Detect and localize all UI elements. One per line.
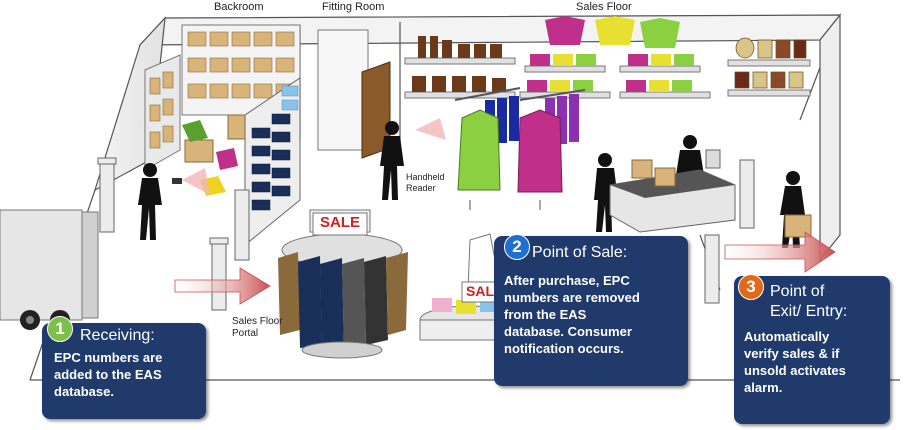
clothing-shelf bbox=[244, 77, 301, 247]
eas-portal bbox=[97, 157, 755, 311]
callout-receiving-body: EPC numbers are added to the EAS databas… bbox=[54, 350, 163, 399]
sale-sign-text: SALE bbox=[319, 214, 360, 231]
delivery-truck bbox=[0, 209, 99, 330]
person-handheld bbox=[380, 118, 446, 200]
person-receiving bbox=[138, 163, 210, 240]
cashier bbox=[676, 135, 704, 175]
callout-point-of-sale: Point of Sale: After purchase, EPC numbe… bbox=[494, 236, 688, 386]
callout-2-badge: 2 bbox=[504, 234, 530, 260]
clothing-rack bbox=[454, 87, 586, 210]
callout-point-of-sale-title: Point of Sale: bbox=[532, 244, 628, 261]
handheld-reader-label: Handheld Reader bbox=[406, 172, 445, 193]
callout-exit-entry-body: Automatically verify sales & if unsold a… bbox=[744, 329, 846, 395]
sales-floor-label: Sales Floor bbox=[576, 1, 632, 13]
callout-exit-entry-title: Point of Exit/ Entry: bbox=[770, 283, 848, 320]
callout-exit-entry: Point of Exit/ Entry: Automatically veri… bbox=[734, 276, 890, 424]
fitting-room-label: Fitting Room bbox=[322, 1, 385, 13]
customer-checkout bbox=[594, 153, 618, 232]
suit-rack bbox=[278, 209, 408, 359]
callout-point-of-sale-body: After purchase, EPC numbers are removed … bbox=[504, 273, 640, 356]
checkout-counter bbox=[609, 149, 736, 233]
callout-1-badge: 1 bbox=[47, 316, 73, 342]
flow-arrow-portal bbox=[174, 267, 271, 305]
sale-sign bbox=[312, 212, 368, 236]
callout-receiving-title: Receiving: bbox=[80, 327, 155, 344]
shirt-shelf bbox=[519, 16, 711, 99]
sale-sign-2-text: SAL bbox=[466, 283, 494, 299]
bag-shelf bbox=[727, 37, 811, 97]
callout-3-badge: 3 bbox=[738, 274, 764, 300]
callout-receiving: Receiving: EPC numbers are added to the … bbox=[42, 323, 206, 419]
customer-exit bbox=[780, 171, 812, 248]
fitting-room bbox=[317, 29, 391, 159]
backroom-label: Backroom bbox=[214, 1, 264, 13]
flow-arrow-exit bbox=[724, 231, 836, 273]
sales-floor-portal-label: Sales Floor Portal bbox=[232, 316, 283, 339]
shoe-shelf bbox=[404, 36, 516, 99]
